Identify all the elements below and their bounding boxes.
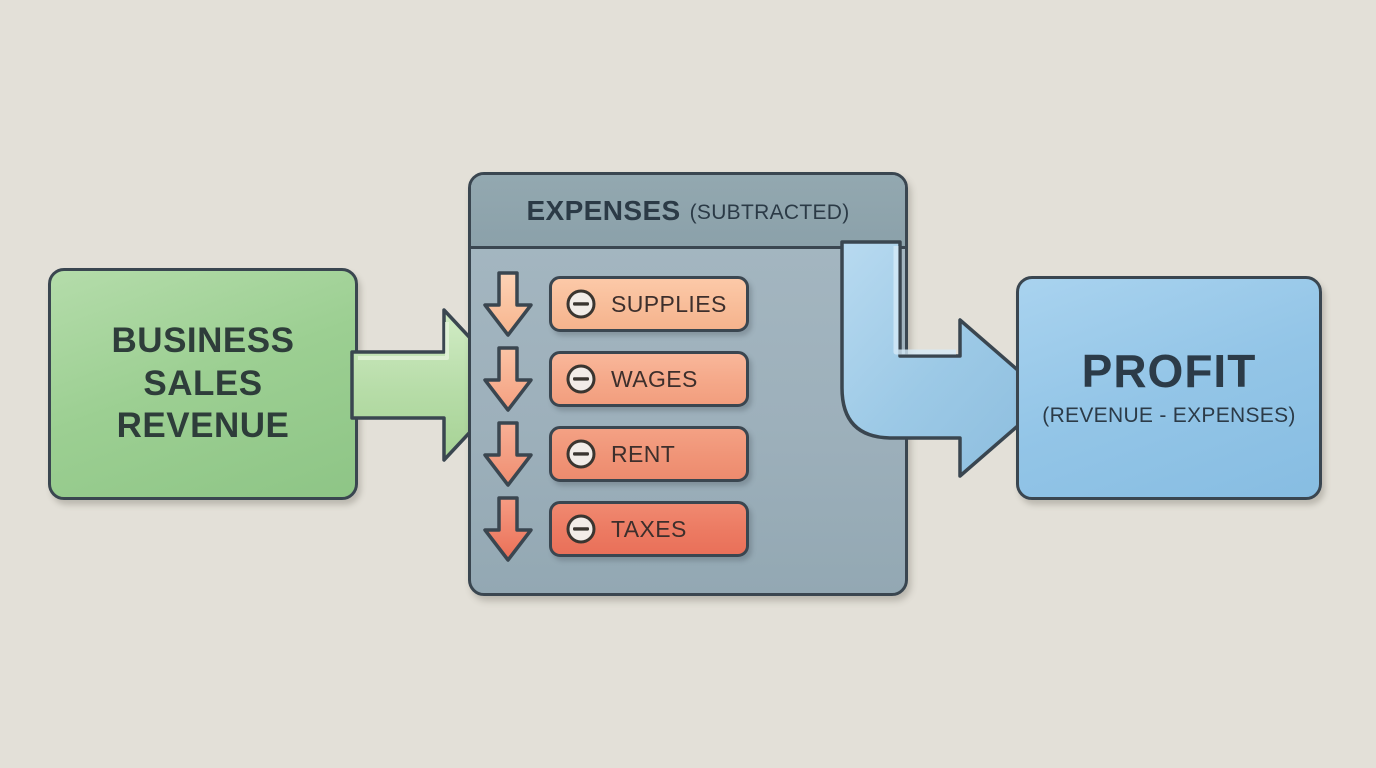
profit-formula: (REVENUE - EXPENSES) (1042, 404, 1296, 427)
minus-circle-icon (566, 514, 596, 544)
down-arrow-icon (483, 421, 533, 487)
expense-label-supplies: SUPPLIES (611, 290, 727, 317)
expenses-title: EXPENSES (526, 194, 681, 226)
expense-row-rent[interactable]: RENT (483, 421, 897, 487)
expenses-subtitle: (SUBTRACTED) (689, 200, 850, 224)
expense-pill-taxes[interactable]: TAXES (549, 501, 749, 557)
minus-circle-icon (566, 439, 596, 469)
expense-row-wages[interactable]: WAGES (483, 346, 897, 412)
profit-title: PROFIT (1081, 345, 1257, 397)
expense-pill-wages[interactable]: WAGES (549, 351, 749, 407)
expense-label-rent: RENT (611, 440, 676, 467)
minus-circle-icon (566, 289, 596, 319)
revenue-line-1: BUSINESS (111, 320, 295, 360)
down-arrow-icon (483, 346, 533, 412)
minus-circle-icon (566, 364, 596, 394)
down-arrow-icon (483, 496, 533, 562)
expense-pill-rent[interactable]: RENT (549, 426, 749, 482)
profit-box: PROFIT (REVENUE - EXPENSES) (1016, 276, 1322, 500)
down-arrow-icon (483, 271, 533, 337)
business-sales-revenue-box: BUSINESS SALES REVENUE (48, 268, 358, 500)
expenses-panel-header: EXPENSES (SUBTRACTED) (471, 175, 905, 249)
revenue-line-2: SALES (143, 363, 263, 403)
expense-row-supplies[interactable]: SUPPLIES (483, 271, 897, 337)
revenue-line-3: REVENUE (116, 406, 290, 446)
expense-row-taxes[interactable]: TAXES (483, 496, 897, 562)
expenses-to-profit-arrow (840, 240, 1052, 478)
expense-pill-supplies[interactable]: SUPPLIES (549, 276, 749, 332)
expenses-panel: EXPENSES (SUBTRACTED) SUPPLIES (468, 172, 908, 596)
expense-label-wages: WAGES (611, 365, 698, 392)
expense-label-taxes: TAXES (611, 515, 687, 542)
